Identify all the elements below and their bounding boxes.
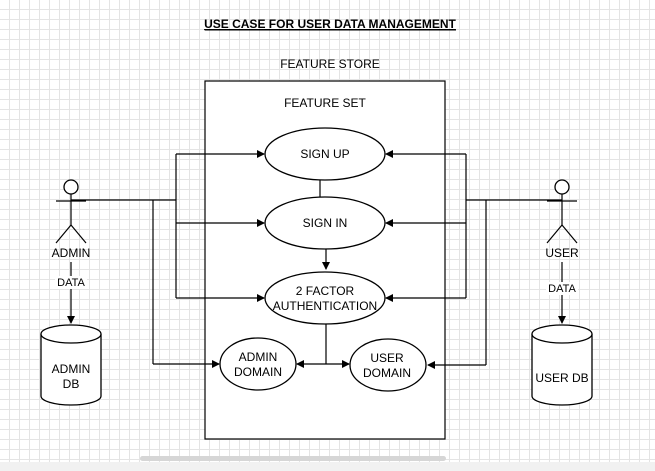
user-domain-label-line2: DOMAIN: [363, 366, 411, 380]
user-connectors: [385, 150, 562, 369]
use-case-sign-in[interactable]: SIGN IN: [264, 196, 386, 250]
use-case-sign-up[interactable]: SIGN UP: [264, 127, 386, 181]
sign-up-label: SIGN UP: [300, 147, 349, 161]
admin-data-label-bg: [55, 276, 87, 289]
admin-db-label-line2: DB: [63, 377, 80, 391]
admin-actor-label: ADMIN: [52, 246, 91, 260]
use-case-user-domain[interactable]: USER DOMAIN: [349, 338, 427, 392]
user-data-flow: DATA: [546, 262, 578, 324]
horizontal-scrollbar[interactable]: [140, 456, 446, 461]
user-data-label: DATA: [548, 283, 576, 295]
admin-domain-label-line2: DOMAIN: [234, 365, 282, 379]
user-data-label-bg: [546, 282, 578, 295]
two-factor-label-line2: AUTHENTICATION: [273, 299, 377, 313]
admin-data-label: DATA: [57, 277, 85, 289]
user-db-label: USER DB: [535, 371, 588, 385]
admin-db-label-line1: ADMIN: [52, 362, 91, 376]
user-db-cylinder[interactable]: USER DB: [531, 324, 593, 406]
admin-db-cylinder[interactable]: ADMIN DB: [40, 324, 102, 406]
user-domain-label-line1: USER: [370, 351, 404, 365]
diagram-title: USE CASE FOR USER DATA MANAGEMENT: [204, 17, 456, 31]
group-label: FEATURE SET: [284, 96, 366, 110]
system-label: FEATURE STORE: [280, 57, 380, 71]
user-actor-label: USER: [545, 246, 579, 260]
user-stick-figure-icon: [546, 179, 578, 244]
sign-in-label: SIGN IN: [303, 216, 348, 230]
two-factor-label-line1: 2 FACTOR: [296, 284, 355, 298]
admin-connectors: [71, 150, 265, 368]
admin-actor[interactable]: ADMIN: [52, 179, 91, 260]
admin-data-flow: DATA: [55, 262, 87, 324]
use-case-admin-domain[interactable]: ADMIN DOMAIN: [219, 337, 297, 391]
canvas-footer-strip: [0, 462, 655, 471]
use-case-two-factor-authentication[interactable]: 2 FACTOR AUTHENTICATION: [264, 271, 386, 325]
user-actor[interactable]: USER: [545, 179, 579, 260]
admin-domain-label-line1: ADMIN: [239, 350, 278, 364]
admin-stick-figure-icon: [55, 179, 87, 244]
